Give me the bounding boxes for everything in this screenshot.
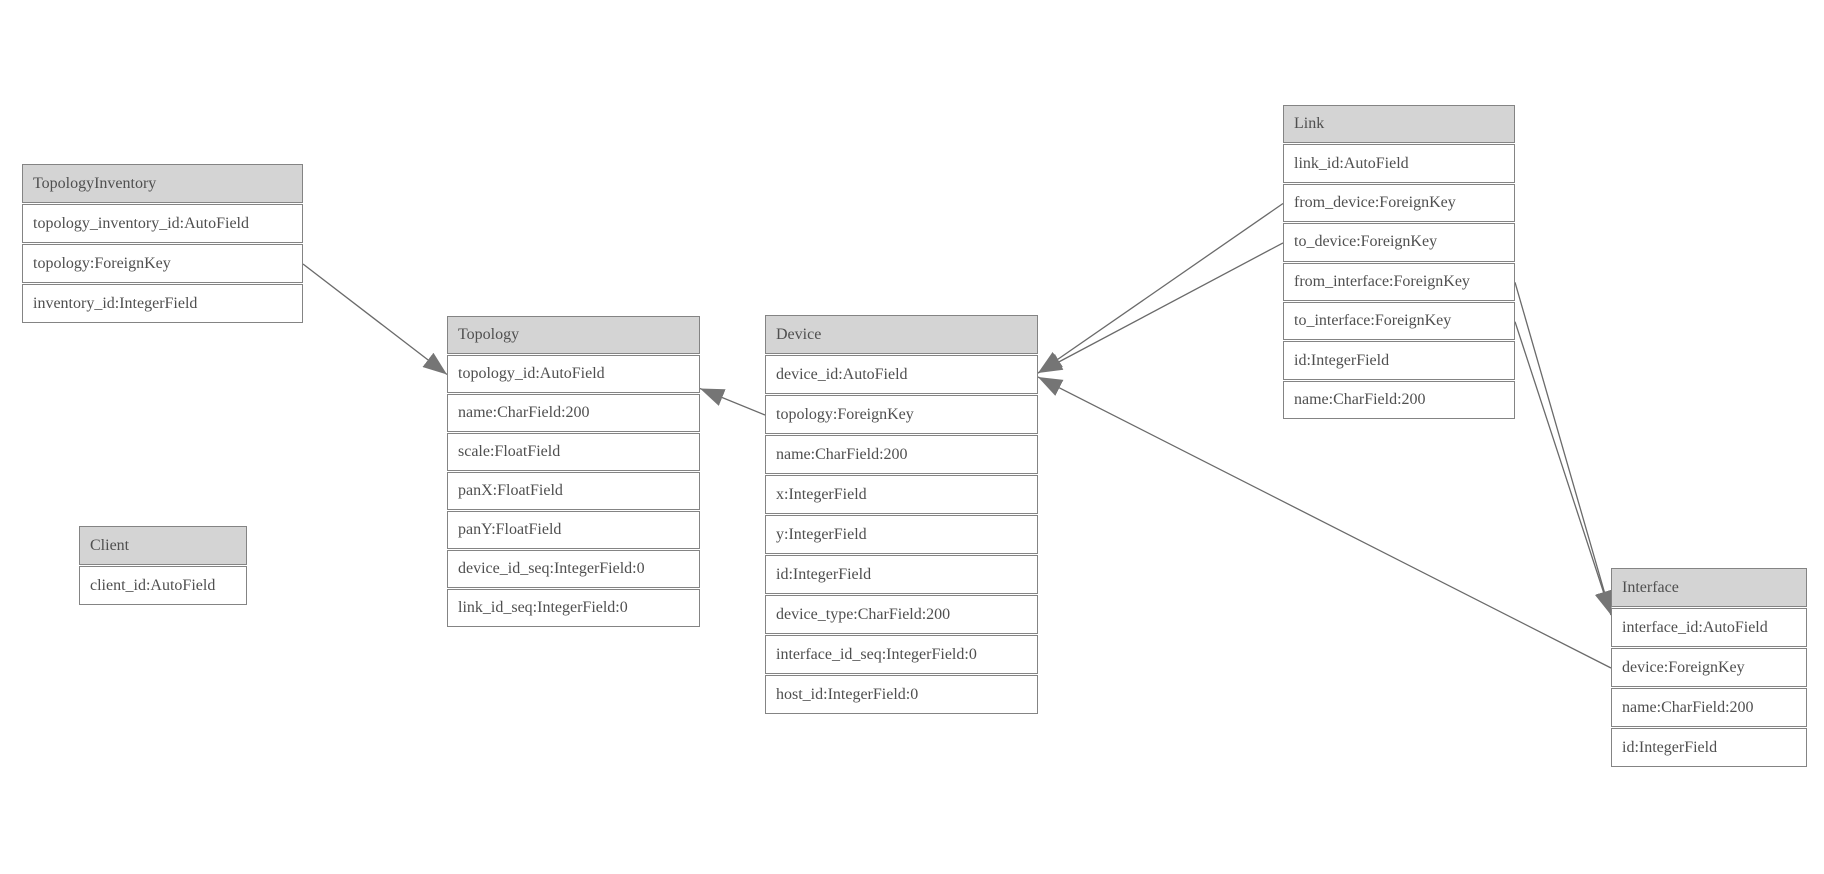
entity-field-row: topology:ForeignKey — [765, 395, 1038, 434]
entity-field-row: device_id:AutoField — [765, 355, 1038, 394]
entity-field-row: panY:FloatField — [447, 511, 700, 549]
entity-field-row: scale:FloatField — [447, 433, 700, 471]
entity-field-row: from_device:ForeignKey — [1283, 183, 1515, 223]
relationship-line-device.topology-to-topology.topology_id — [699, 387, 766, 416]
entity-field-row: interface_id_seq:IntegerField:0 — [765, 635, 1038, 674]
entity-title: Device — [765, 315, 1038, 354]
entity-field-row: inventory_id:IntegerField — [22, 284, 303, 323]
relationship-line-link.to_device-to-device.device_id — [1037, 242, 1284, 374]
entity-field-row: device_id_seq:IntegerField:0 — [447, 550, 700, 588]
entity-title: Link — [1283, 105, 1515, 144]
entity-field-row: from_interface:ForeignKey — [1283, 262, 1515, 301]
entity-field-row: name:CharField:200 — [1611, 688, 1807, 727]
entity-title: Topology — [447, 316, 700, 354]
entity-field-row: name:CharField:200 — [1283, 380, 1515, 420]
entity-field-row: y:IntegerField — [765, 515, 1038, 554]
entity-field-row: to_device:ForeignKey — [1283, 223, 1515, 262]
entity-field-row: topology_inventory_id:AutoField — [22, 204, 303, 243]
entity-field-row: host_id:IntegerField:0 — [765, 675, 1038, 714]
relationship-line-link.to_interface-to-interface.interface_id — [1514, 321, 1613, 616]
entity-title: TopologyInventory — [22, 164, 303, 203]
entity-field-row: panX:FloatField — [447, 472, 700, 510]
entity-field-row: interface_id:AutoField — [1611, 608, 1807, 647]
entity-title: Interface — [1611, 568, 1807, 607]
entity-title: Client — [79, 526, 247, 565]
entity-field-row: name:CharField:200 — [447, 394, 700, 432]
entity-field-row: link_id_seq:IntegerField:0 — [447, 589, 700, 627]
entity-field-row: client_id:AutoField — [79, 566, 247, 605]
relationship-line-interface.device-to-device.device_id — [1037, 376, 1612, 669]
entity-field-row: link_id:AutoField — [1283, 144, 1515, 183]
entity-field-row: topology_id:AutoField — [447, 355, 700, 393]
entity-field-row: device:ForeignKey — [1611, 648, 1807, 687]
entity-field-row: x:IntegerField — [765, 475, 1038, 514]
entity-field-row: id:IntegerField — [1611, 728, 1807, 767]
relationship-line-link.from_device-to-device.device_id — [1037, 202, 1284, 374]
relationship-line-topologyinventory.topology-to-topology.topology_id — [302, 263, 448, 376]
entity-field-row: name:CharField:200 — [765, 435, 1038, 474]
entity-field-row: device_type:CharField:200 — [765, 595, 1038, 634]
entity-field-row: id:IntegerField — [1283, 341, 1515, 380]
relationship-line-link.from_interface-to-interface.interface_id — [1514, 282, 1613, 616]
entity-field-row: to_interface:ForeignKey — [1283, 301, 1515, 341]
entity-field-row: topology:ForeignKey — [22, 244, 303, 283]
entity-field-row: id:IntegerField — [765, 555, 1038, 594]
